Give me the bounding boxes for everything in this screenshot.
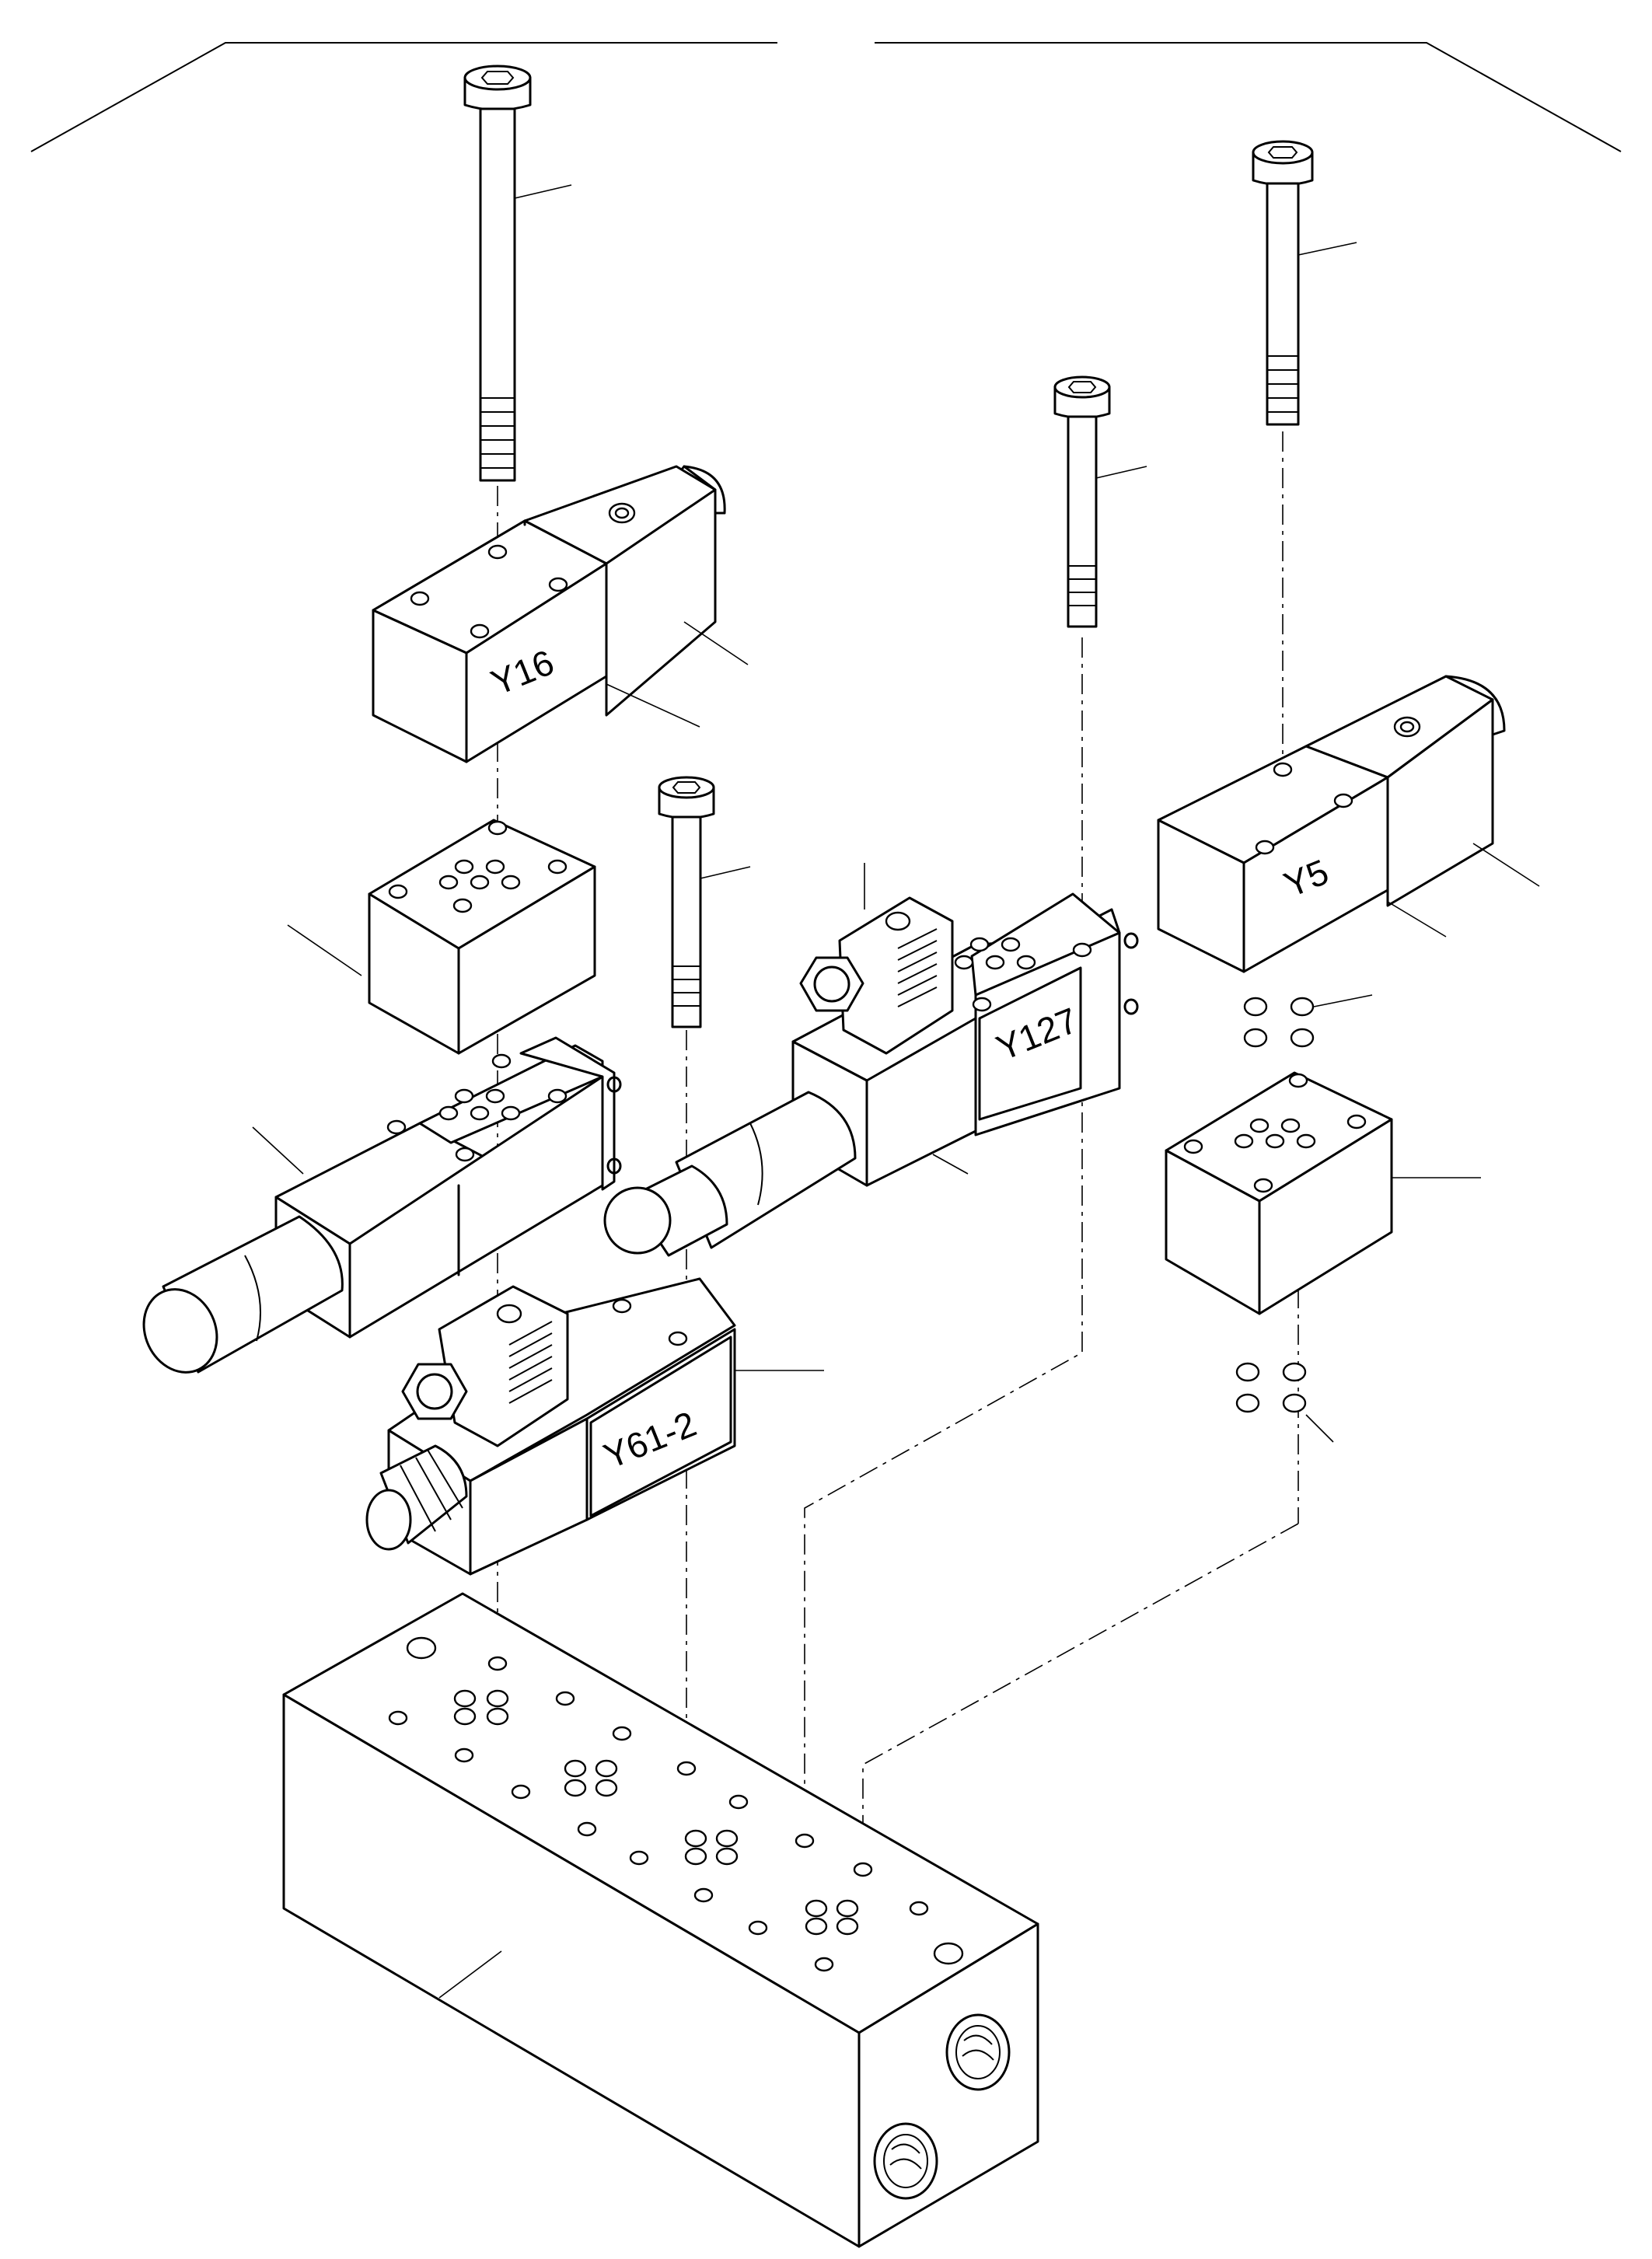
pressure-valve-left	[142, 1036, 622, 1374]
solenoid-valve-y16: Y16	[372, 465, 726, 763]
manifold-block	[282, 1592, 1039, 2248]
o-rings-lower	[1235, 1362, 1307, 1413]
frame-lines	[30, 42, 1622, 152]
solenoid-valve-y61-2: Y61-2	[365, 1277, 736, 1576]
bolt-1	[463, 65, 532, 482]
o-rings-upper	[1243, 997, 1315, 1048]
solenoid-valve-y5: Y5	[1157, 675, 1506, 973]
bolt-3	[1053, 375, 1111, 628]
threaded-port-upper	[945, 2013, 1011, 2091]
spacer-block-right	[1165, 1071, 1393, 1315]
bolt-2	[1252, 140, 1314, 426]
leader-lines	[252, 184, 1540, 1999]
threaded-port-lower	[873, 2122, 938, 2200]
spacer-block-left	[368, 819, 596, 1055]
bolt-4	[658, 776, 715, 1028]
solenoid-valve-y127: Y127	[603, 892, 1139, 1257]
